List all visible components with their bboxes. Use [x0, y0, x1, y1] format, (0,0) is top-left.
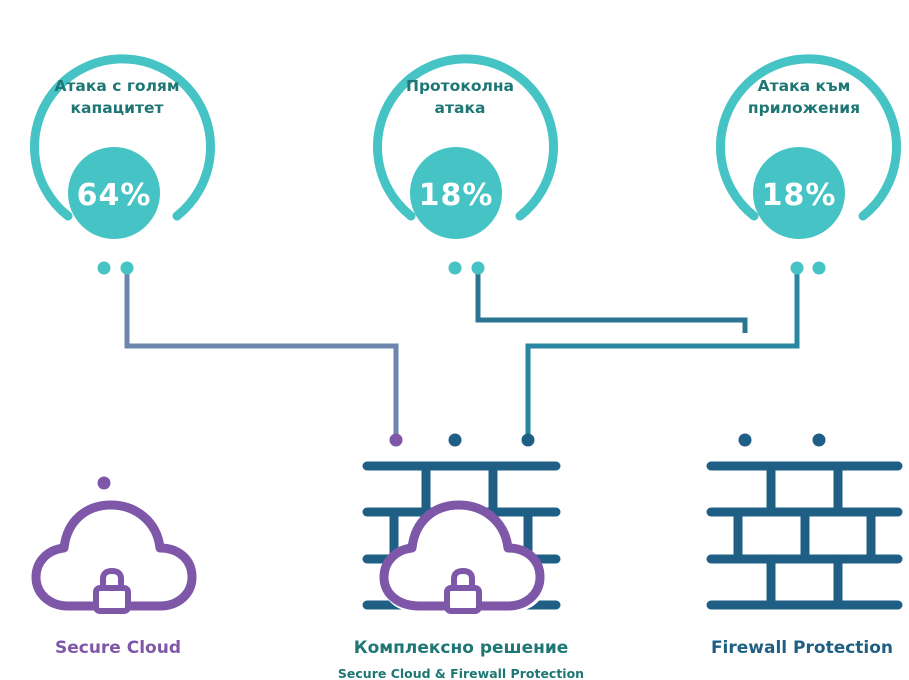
attack-ring [716, 54, 901, 221]
attack-volumetric: 64% Атака с голям капацитет [30, 54, 215, 239]
lock-body [93, 585, 131, 614]
percent-circle [410, 147, 502, 239]
firewall-cloud-lock-icon [362, 461, 561, 614]
attack-title-line1: Атака към [758, 77, 851, 95]
connector-dot [812, 433, 826, 447]
attack-percent: 18% [762, 178, 837, 213]
connector-dot [521, 433, 535, 447]
attack-ring [30, 54, 215, 221]
attack-application: 18% Атака към приложения [716, 54, 901, 239]
connector-dot [120, 261, 134, 275]
lock-shackle [451, 567, 475, 592]
attack-title-line1: Атака с голям [54, 77, 179, 95]
complex-solution-label: Комплексно решение [354, 638, 569, 658]
percent-circle [753, 147, 845, 239]
attack-title-line2: атака [435, 99, 486, 117]
cloud-lock-icon [31, 500, 197, 614]
connector-dots [97, 261, 826, 490]
attack-title-line2: приложения [748, 99, 860, 117]
attack-ring [373, 54, 558, 221]
attack-percent: 18% [419, 178, 494, 213]
connector-dot [448, 261, 462, 275]
connector-attack3-complex [525, 268, 800, 440]
lock-body [444, 585, 482, 614]
complex-solution-sublabel: Secure Cloud & Firewall Protection [338, 666, 584, 680]
secure-cloud-label: Secure Cloud [55, 638, 181, 658]
cloud-outline [31, 500, 197, 611]
connector-lines [101, 268, 822, 483]
connector-dot [790, 261, 804, 275]
attack-percent: 64% [77, 178, 152, 213]
connector-dot [389, 433, 403, 447]
connector-dot [97, 261, 111, 275]
connector-dot [471, 261, 485, 275]
lock-shackle [100, 567, 124, 592]
cloud-outline [379, 500, 545, 611]
percent-circle [68, 147, 160, 239]
connector-attack2-firewall [475, 268, 748, 333]
attack-title-line1: Протоколна [406, 77, 514, 95]
connector-dot [738, 433, 752, 447]
firewall-protection-label: Firewall Protection [711, 638, 893, 658]
attack-title-line2: капацитет [71, 99, 164, 117]
connector-dot [812, 261, 826, 275]
connector-dot [97, 476, 111, 490]
firewall-brick-icon [706, 461, 903, 610]
attack-protocol: 18% Протоколна атака [373, 54, 558, 239]
connector-dot [448, 433, 462, 447]
connector-attack1-complex [124, 268, 399, 440]
